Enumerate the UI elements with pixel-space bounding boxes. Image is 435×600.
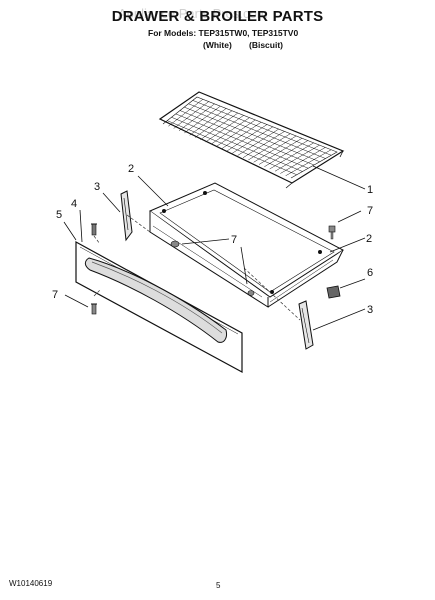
callout-4: 4	[71, 198, 77, 210]
callout-7-middle: 7	[231, 234, 237, 246]
screw-part-4	[91, 223, 97, 236]
callout-5: 5	[56, 209, 62, 221]
watermark: Appliance Parts Pros.com	[118, 6, 268, 21]
callout-3-left: 3	[94, 181, 100, 193]
drawer-front-panel	[75, 240, 243, 374]
clip-part-6	[326, 285, 341, 299]
callout-7-front: 7	[52, 289, 58, 301]
color-white-label: (White)	[203, 40, 232, 50]
callout-2-drawer-right: 2	[366, 233, 372, 245]
callout-6: 6	[367, 267, 373, 279]
slide-rail-right	[298, 300, 314, 350]
screw-part-7-front	[91, 303, 97, 315]
screw-part-7-middle	[170, 240, 255, 296]
slide-rail-left	[120, 190, 133, 242]
leader-lines	[63, 165, 366, 331]
models-line: For Models: TEP315TW0, TEP315TV0	[148, 28, 299, 38]
broiler-rack	[158, 91, 345, 189]
page-number: 5	[216, 581, 221, 590]
callout-3-right: 3	[367, 304, 373, 316]
callout-1: 1	[367, 184, 373, 196]
page-title: DRAWER & BROILER PARTS	[111, 8, 324, 25]
doc-number: W10140619	[9, 579, 53, 588]
callout-2-drawer-left: 2	[128, 163, 134, 175]
screw-part-7-upper	[328, 225, 336, 240]
drawer-body	[148, 182, 344, 308]
callout-7-upper: 7	[367, 205, 373, 217]
assembly-dashed-lines	[93, 214, 301, 321]
color-biscuit-label: (Biscuit)	[249, 40, 283, 50]
